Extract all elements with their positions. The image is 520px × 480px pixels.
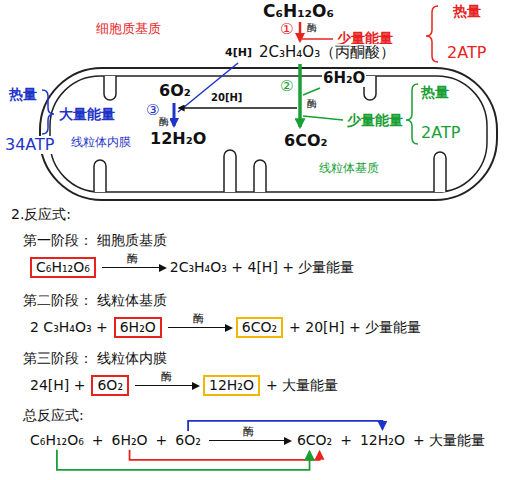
equation-text: 2 C₃H₄O₃ + [30,319,108,336]
energy-leader [302,38,333,40]
region-label: 线粒体基质 [318,162,380,176]
term-text: 6H₂O [120,319,156,336]
energy-label: 大量能量 [58,106,116,122]
bracket [426,6,438,62]
boxed-term: C₆H₁₂O₆ [30,257,96,278]
heat-label: 热量 [420,84,450,100]
equation-text: 2C₃H₄O₃ + 4[H] + 少量能量 [170,259,355,276]
boxed-term: 12H₂O [203,375,260,396]
boxed-term: 6CO₂ [236,317,283,338]
hydrogen-label: 4[H] [224,47,253,60]
plus-sign: + [340,432,352,449]
equation-text: + 大量能量 [413,432,485,449]
equation-term: 6H₂O [112,432,148,449]
atom-flow-arrow [57,450,310,470]
atp-label: 34ATP [4,136,55,154]
plus-sign: + [156,432,168,449]
equation-term: 12H₂O [360,432,405,449]
term-text: C₆H₁₂O₆ [36,259,90,276]
equation-term: 6CO₂ [297,432,332,449]
equation-row: C₆H₁₂O₆+6H₂O+6O₂酶6CO₂+12H₂O+ 大量能量 [30,432,485,449]
enzyme-label: 酶 [306,98,318,110]
stage-number: ② [279,78,294,95]
bracket [42,90,54,134]
hydrogen-leader [179,107,297,108]
water-formula: 12H₂O [149,130,207,148]
cristae [94,76,446,192]
krebs-arrow [298,64,302,127]
enzyme-label: 酶 [102,253,164,268]
energy-label: 少量能量 [346,112,404,128]
enzyme-label: 酶 [209,426,289,441]
region-label: 线粒体内膜 [70,136,132,150]
stage-heading: 总反应式: [22,407,85,423]
heat-label: 热量 [8,86,38,102]
electron-chain-arrow [173,103,176,126]
glycolysis-arrow [299,22,302,41]
oxygen-formula: 6O₂ [158,82,192,100]
term-text: 6CO₂ [242,319,277,336]
boxed-term: 6O₂ [91,375,129,396]
boxed-term: 6H₂O [114,317,162,338]
region-label: 细胞质基质 [95,22,162,37]
equation-text: + 20[H] + 少量能量 [289,319,421,336]
equation-row: 酶2C₃H₄O₃ + 4[H] + 少量能量C₆H₁₂O₆ [30,257,354,278]
equation-row: 2 C₃H₄O₃ +酶+ 20[H] + 少量能量6H₂O6CO₂ [30,317,421,338]
water-formula: 6H₂O [322,70,366,87]
enzyme-label: 酶 [306,22,318,34]
enzyme-label: 酶 [158,116,170,128]
atp-label: 2ATP [420,124,461,142]
water-leader [303,88,320,95]
equation-term: C₆H₁₂O₆ [30,432,84,449]
atom-flow-arrow [130,450,320,460]
glucose-formula: C₆H₁₂O₆ [262,2,335,22]
stage-heading: 第二阶段： 线粒体基质 [22,292,168,308]
pyruvate-formula: 2C₃H₄O₃（丙酮酸） [258,44,396,61]
atom-flow-arrow [188,421,382,431]
equation-text: + 大量能量 [266,377,338,394]
term-text: 12H₂O [209,377,254,394]
hydrogen-label: 20[H] [210,92,243,104]
stage-heading: 第三阶段： 线粒体内膜 [22,350,168,366]
plus-sign: + [92,432,104,449]
stage-number: ① [279,21,294,38]
section-heading: 2.反应式: [10,206,72,222]
equation-row: 24[H] +酶+ 大量能量6O₂12H₂O [30,375,338,396]
term-text: 6O₂ [97,377,123,394]
stage-heading: 第一阶段： 细胞质基质 [22,232,168,248]
equation-text: 24[H] + [30,377,85,394]
energy-leader [303,116,343,120]
atp-label: 2ATP [446,44,487,62]
enzyme-label: 酶 [135,371,197,386]
heat-label: 热量 [452,3,482,19]
outer-membrane [40,68,497,200]
enzyme-label: 酶 [168,313,230,328]
carbon-dioxide-formula: 6CO₂ [283,132,328,150]
bracket [406,84,418,144]
inner-membrane [50,76,487,192]
equation-term: 6O₂ [175,432,201,449]
